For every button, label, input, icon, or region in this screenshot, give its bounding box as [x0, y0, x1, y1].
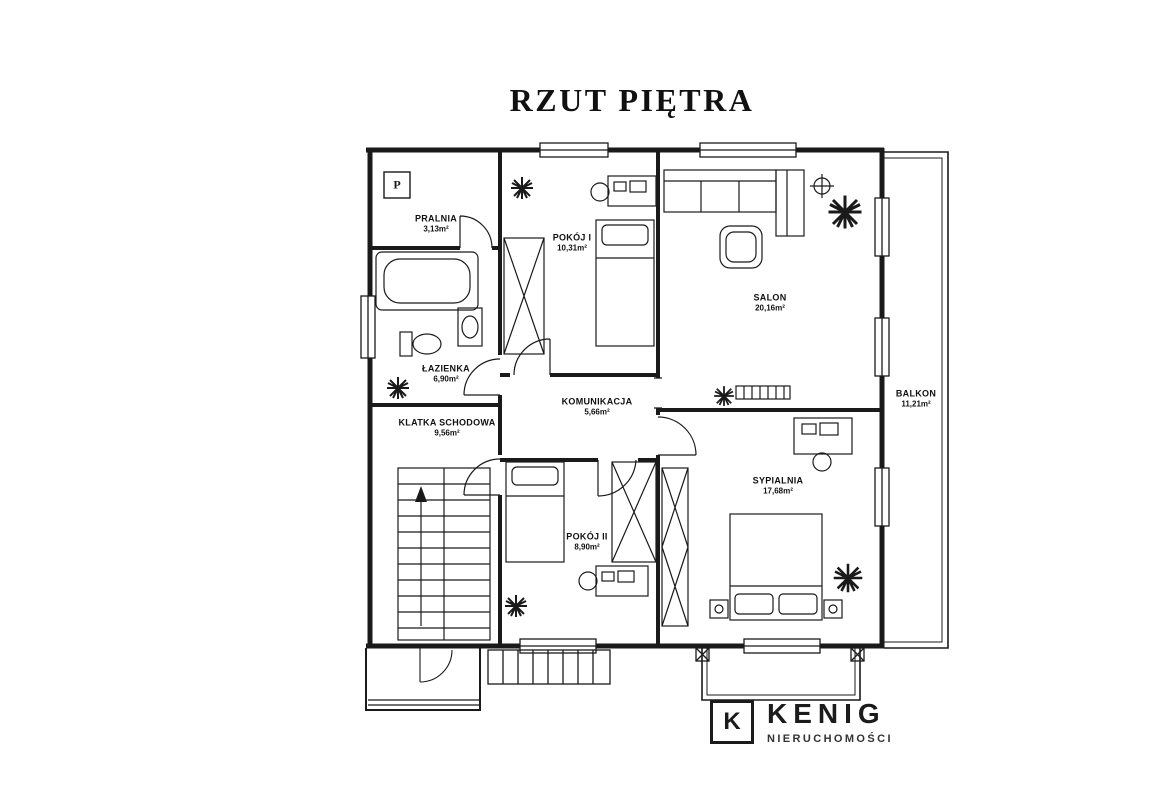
- room2-furniture: [505, 461, 657, 597]
- room-label-balkon: BALKON 11,21m²: [896, 388, 936, 411]
- room-area: 10,31m²: [557, 243, 587, 253]
- room-name: SALON: [753, 292, 787, 303]
- logo-letter: K: [723, 708, 741, 735]
- room-name: ŁAZIENKA: [422, 363, 470, 374]
- room-label-pokoj-1: POKÓJ I 10,31m²: [553, 232, 592, 255]
- room-label-klatka-schodowa: KLATKA SCHODOWA 9,56m²: [399, 417, 496, 440]
- balcony-outline: [884, 151, 949, 649]
- room-area: 5,66m²: [584, 407, 610, 417]
- room-label-salon: SALON 20,16m²: [754, 292, 787, 315]
- washer-symbol-label: P: [393, 177, 401, 192]
- room-label-lazienka: ŁAZIENKA 6,90m²: [422, 363, 470, 386]
- room-label-komunikacja: KOMUNIKACJA 5,66m²: [562, 396, 633, 419]
- room-area: 9,56m²: [434, 428, 460, 438]
- salon-furniture: [663, 169, 834, 400]
- room-area: 11,21m²: [901, 399, 931, 409]
- room-name: BALKON: [895, 388, 937, 399]
- room-label-pralnia: PRALNIA 3,13m²: [415, 213, 457, 236]
- exterior-steps-and-porch: [365, 647, 865, 711]
- room-area: 8,90m²: [574, 542, 600, 552]
- bedroom-furniture: [661, 417, 853, 627]
- bathroom-fixtures: [375, 251, 483, 357]
- room-name: KLATKA SCHODOWA: [398, 417, 496, 428]
- room-name: SYPIALNIA: [752, 475, 804, 486]
- room-name: PRALNIA: [414, 213, 458, 224]
- room-name: KOMUNIKACJA: [561, 396, 633, 407]
- walls: [366, 147, 885, 649]
- room-label-sypialnia: SYPIALNIA 17,68m²: [753, 475, 804, 498]
- kenig-logo: K KENIG NIERUCHOMOŚCI: [710, 700, 893, 745]
- room-name: POKÓJ II: [566, 531, 608, 542]
- room-label-pokoj-2: POKÓJ II 8,90m²: [566, 531, 607, 554]
- room1-furniture: [503, 175, 657, 355]
- doors: [459, 215, 697, 497]
- washing-machine: [383, 171, 411, 199]
- logo-text: KENIG NIERUCHOMOŚCI: [767, 698, 893, 746]
- room-area: 20,16m²: [755, 303, 785, 313]
- room-area: 3,13m²: [423, 224, 449, 234]
- page-title: RZUT PIĘTRA: [509, 82, 755, 118]
- logo-name: KENIG: [767, 698, 886, 729]
- stairs: [397, 467, 491, 641]
- logo-subtitle: NIERUCHOMOŚCI: [767, 733, 893, 745]
- room-area: 6,90m²: [433, 374, 459, 384]
- room-name: POKÓJ I: [552, 232, 592, 243]
- logo-mark: K: [710, 700, 754, 744]
- room-area: 17,68m²: [763, 486, 793, 496]
